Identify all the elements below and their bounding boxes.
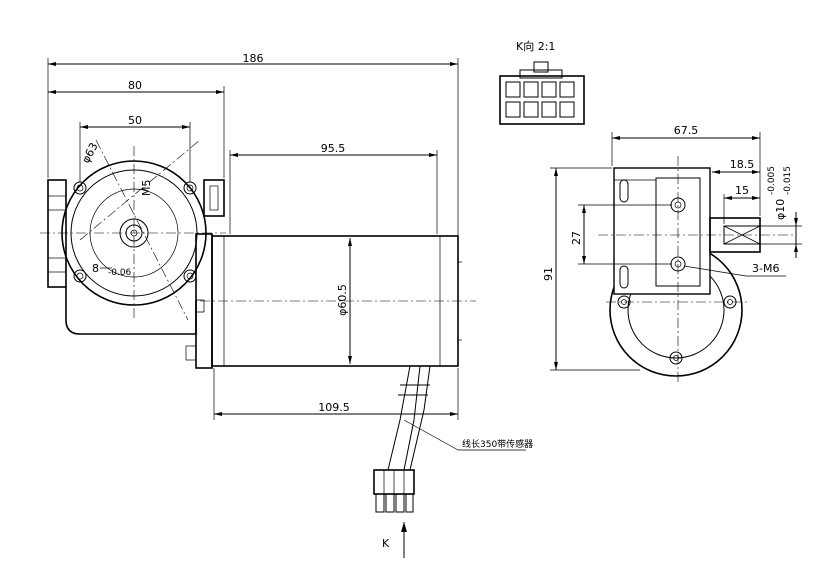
dim-side-height: 91 [542,267,555,281]
dim-bolt-spacing: 50 [128,114,142,127]
dim-motor-body-length: 109.5 [318,401,350,414]
view-label: K向 2:1 [516,39,555,53]
dim-overall-length: 186 [243,52,264,65]
dim-mount-holes: 3-M6 [752,262,779,275]
dim-shaft-key: 8 [92,262,99,275]
cable-note: 线长350带传感器 [462,438,533,450]
dim-gearbox-width: 80 [128,79,142,92]
dim-hole-spacing: 27 [570,231,583,245]
dim-motor-diameter: φ60.5 [336,284,349,316]
dim-side-width: 67.5 [674,124,699,137]
dim-flange-diameter: φ63 [79,141,100,166]
front-view [40,139,476,513]
dim-motor-length: 95.5 [321,142,346,155]
dim-shaft-diameter: φ10 [774,199,787,220]
direction-label: K [382,537,390,550]
dim-thread: M5 [140,180,153,197]
side-dimensions: 67.5 18.5 15 φ10 -0.005 -0.015 91 27 3-M… [542,124,802,371]
side-view [598,156,796,384]
dim-shaft-key-tol: -0.06 [108,268,132,278]
dim-shaft-length: 18.5 [730,158,755,171]
dim-shaft-tol-lower: -0.015 [783,166,793,195]
connector-k-view: K向 2:1 [499,39,585,125]
dim-shaft-key-length: 15 [735,184,749,197]
view-direction-arrow: K [382,522,407,558]
dim-shaft-tol-upper: -0.005 [767,166,777,195]
cable-callout: 线长350带传感器 [403,419,533,451]
